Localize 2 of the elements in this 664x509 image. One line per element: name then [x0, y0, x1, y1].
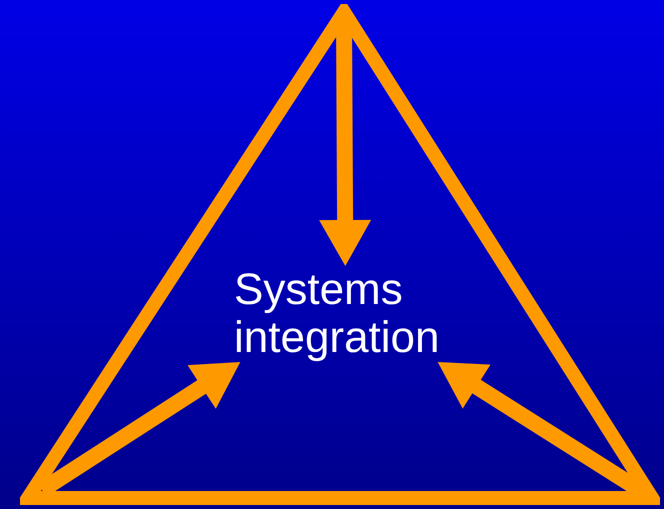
triangle-outline: [20, 4, 660, 508]
node-label: Systems integration: [234, 266, 444, 362]
